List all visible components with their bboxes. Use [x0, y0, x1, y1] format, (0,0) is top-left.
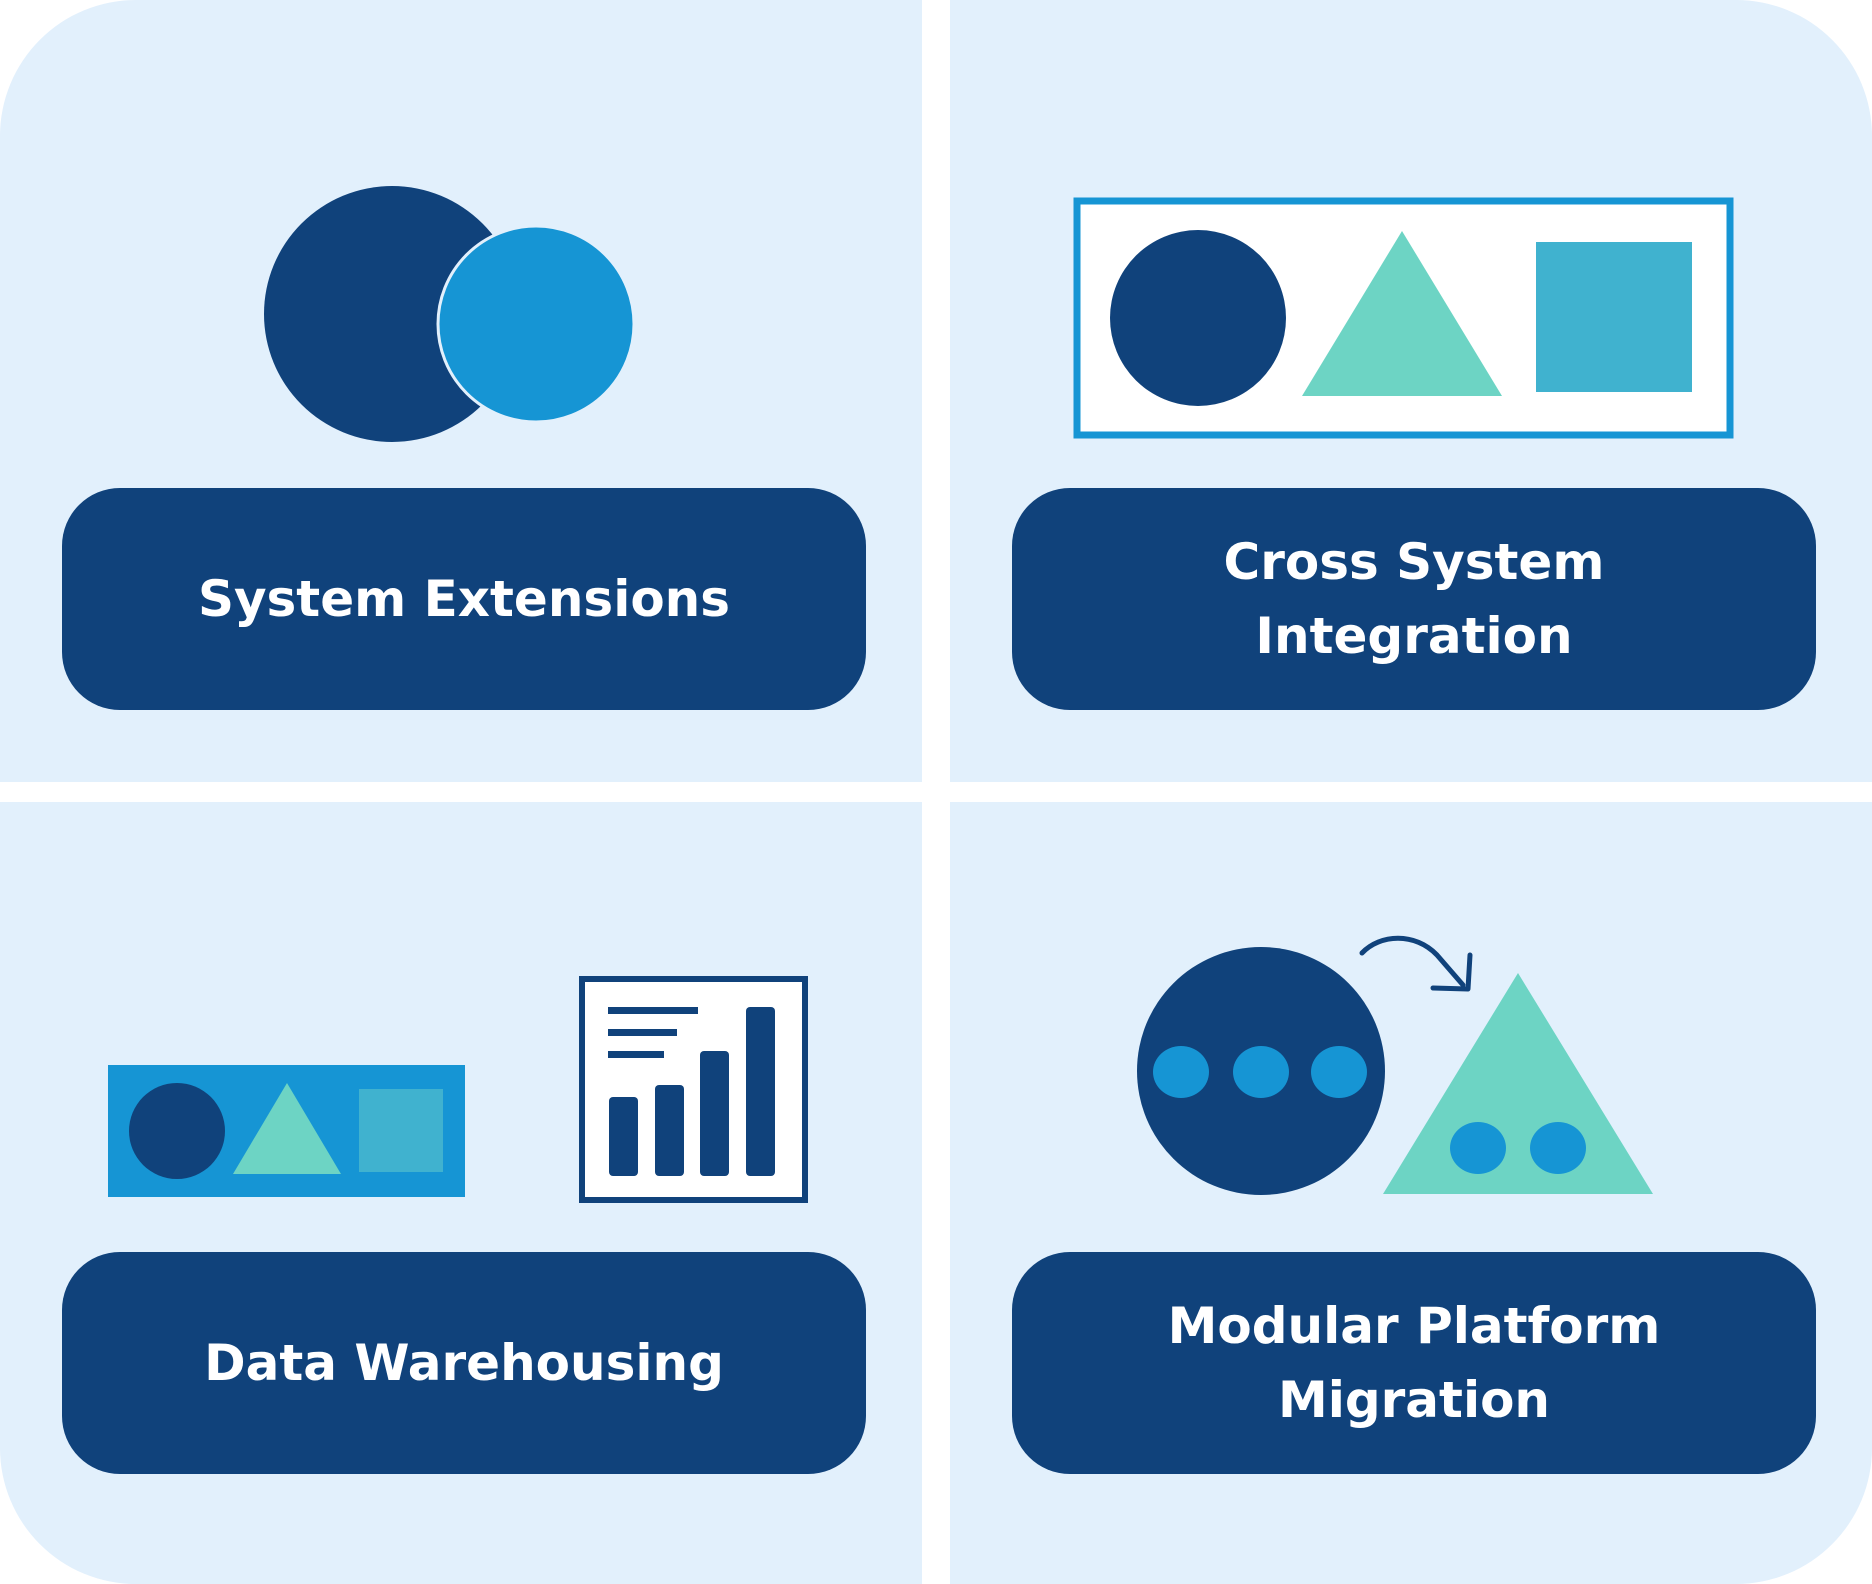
card-label: Modular Platform Migration	[1167, 1297, 1661, 1429]
label-box: System Extensions	[62, 488, 866, 710]
card-modular-platform-migration: Modular Platform Migration	[950, 802, 1872, 1584]
shapes-panel-and-bar-report-icon	[108, 976, 808, 1203]
circle-triangle-square-panel-icon	[1073, 197, 1734, 439]
card-label: System Extensions	[197, 570, 731, 628]
card-cross-system-integration: Cross System Integration	[950, 0, 1872, 782]
module-circle	[1137, 947, 1385, 1195]
triangle-shape	[1302, 231, 1502, 396]
shapes-panel	[108, 1065, 465, 1197]
label-box: Data Warehousing	[62, 1252, 866, 1474]
square-shape	[1536, 242, 1692, 392]
bar-report-icon	[579, 976, 808, 1203]
card-system-extensions: System Extensions	[0, 0, 922, 782]
curved-arrow-icon	[1359, 935, 1473, 992]
circle-shape	[1110, 230, 1286, 406]
target-triangle	[1383, 973, 1653, 1194]
label-box: Modular Platform Migration	[1012, 1252, 1816, 1474]
overlapping-circles-icon	[264, 186, 636, 442]
card-label: Cross System Integration	[1223, 533, 1605, 665]
card-label: Data Warehousing	[204, 1334, 724, 1392]
small-circle	[436, 224, 636, 424]
label-box: Cross System Integration	[1012, 488, 1816, 710]
card-data-warehousing: Data Warehousing	[0, 802, 922, 1584]
circle-to-triangle-migration-icon	[1137, 935, 1653, 1195]
